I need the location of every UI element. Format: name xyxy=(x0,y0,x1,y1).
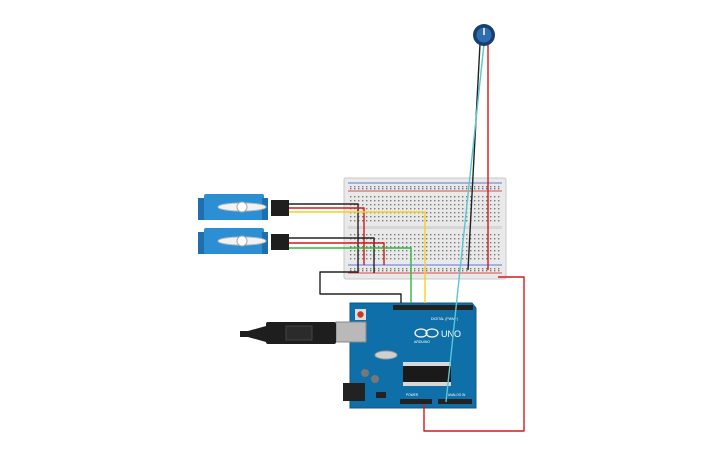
wire-red xyxy=(289,242,385,265)
wire-cyan xyxy=(445,43,485,403)
servo-connector xyxy=(271,234,289,250)
power-header-label: POWER xyxy=(406,393,419,397)
usb-port xyxy=(335,321,367,343)
usb-cable-icon[interactable] xyxy=(240,322,336,344)
power-jack xyxy=(343,383,365,401)
wire-yellow xyxy=(289,211,426,303)
arduino-logo-icon xyxy=(414,328,439,338)
potentiometer-icon[interactable] xyxy=(473,24,495,46)
servo-motor-2[interactable] xyxy=(198,228,289,254)
wire-green xyxy=(289,247,412,303)
analog-header-label: ANALOG IN xyxy=(448,393,466,397)
wire-black xyxy=(319,271,402,303)
arduino-brand-text: ARDUINO xyxy=(414,340,430,344)
wires xyxy=(289,43,525,432)
wire-black xyxy=(289,237,375,273)
atmega-chip xyxy=(403,366,451,382)
servo-motor-1[interactable] xyxy=(198,194,289,220)
servo-connector xyxy=(271,200,289,216)
digital-header-label: DIGITAL (PWM~) xyxy=(431,317,458,321)
uno-logo-text: UNO xyxy=(441,329,461,339)
arduino-uno-board[interactable]: UNO ARDUINO DIGITAL (PWM~) POWER ANALOG … xyxy=(335,302,477,409)
wire-red xyxy=(289,207,365,265)
wire-black xyxy=(467,43,481,271)
wire-black xyxy=(289,203,359,273)
wire-red xyxy=(423,276,525,432)
crystal-oscillator xyxy=(374,350,398,360)
